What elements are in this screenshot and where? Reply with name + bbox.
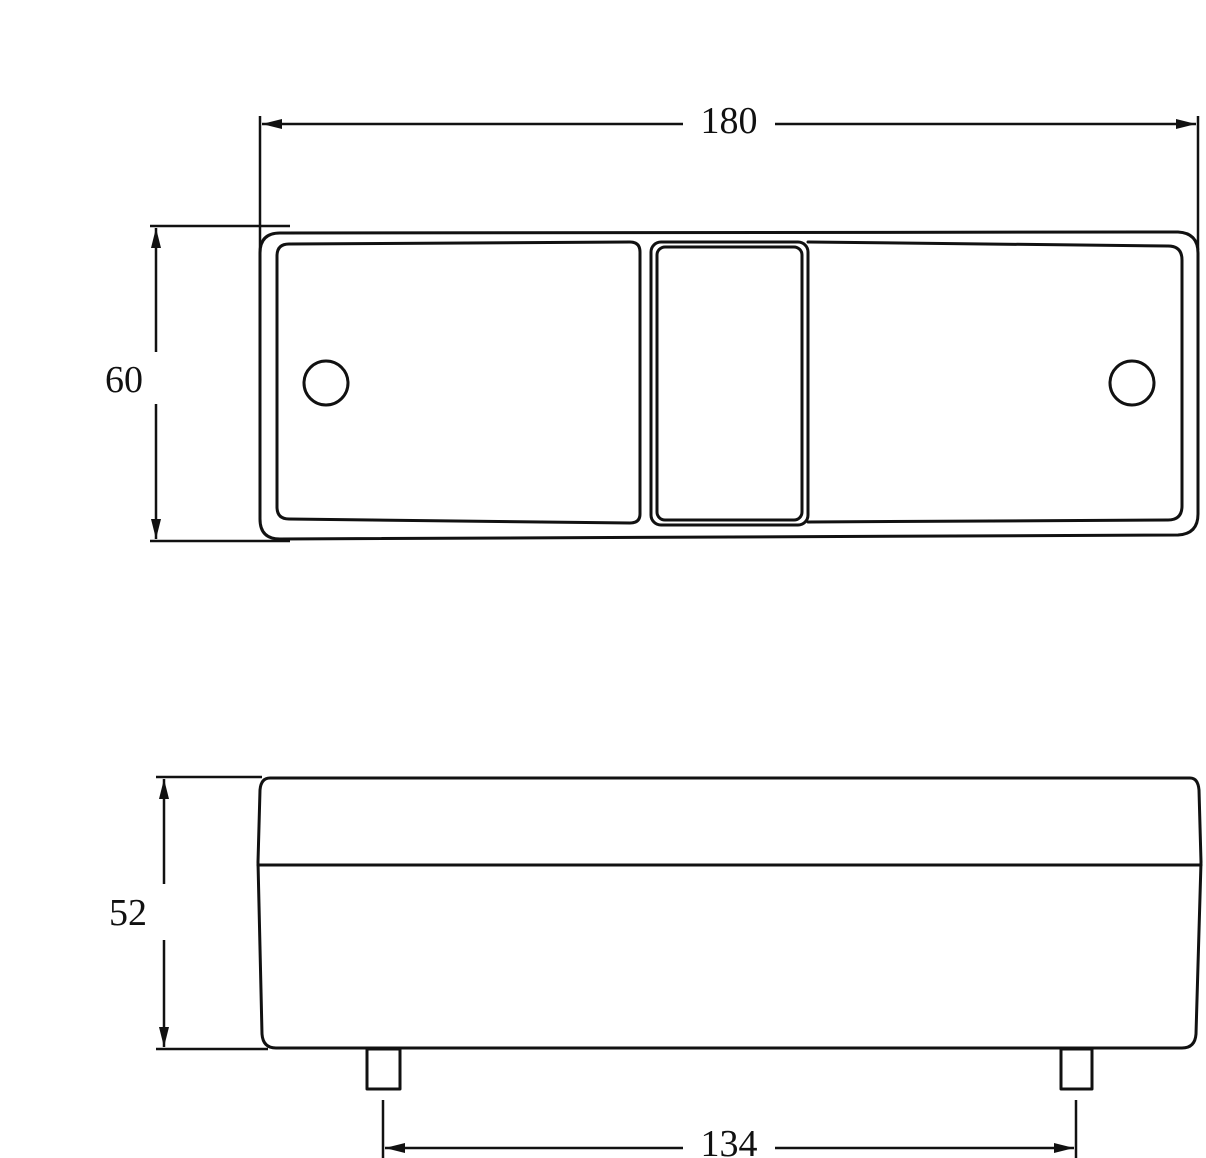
middle-lens-outer [649, 240, 810, 527]
housing-outline [258, 230, 1200, 541]
dimension-180: 180 [258, 100, 1200, 250]
right-mounting-stud [1059, 1047, 1094, 1091]
left-mounting-stud [365, 1047, 402, 1091]
side-housing-outline [256, 776, 1203, 1050]
right-mounting-hole [1108, 359, 1156, 407]
top-view [258, 230, 1200, 541]
dimension-label-134: 134 [701, 1123, 758, 1158]
right-lens [806, 240, 1184, 524]
dimension-60: 60 [105, 224, 290, 543]
side-view [256, 776, 1203, 1091]
middle-lens-inner [655, 245, 804, 522]
dimension-134: 134 [381, 1100, 1078, 1158]
left-mounting-hole [302, 359, 350, 407]
dimension-label-52: 52 [109, 892, 147, 934]
dimension-label-60: 60 [105, 359, 143, 401]
dimension-label-180: 180 [701, 100, 758, 142]
left-lens [275, 240, 642, 525]
dimension-52: 52 [109, 775, 268, 1051]
